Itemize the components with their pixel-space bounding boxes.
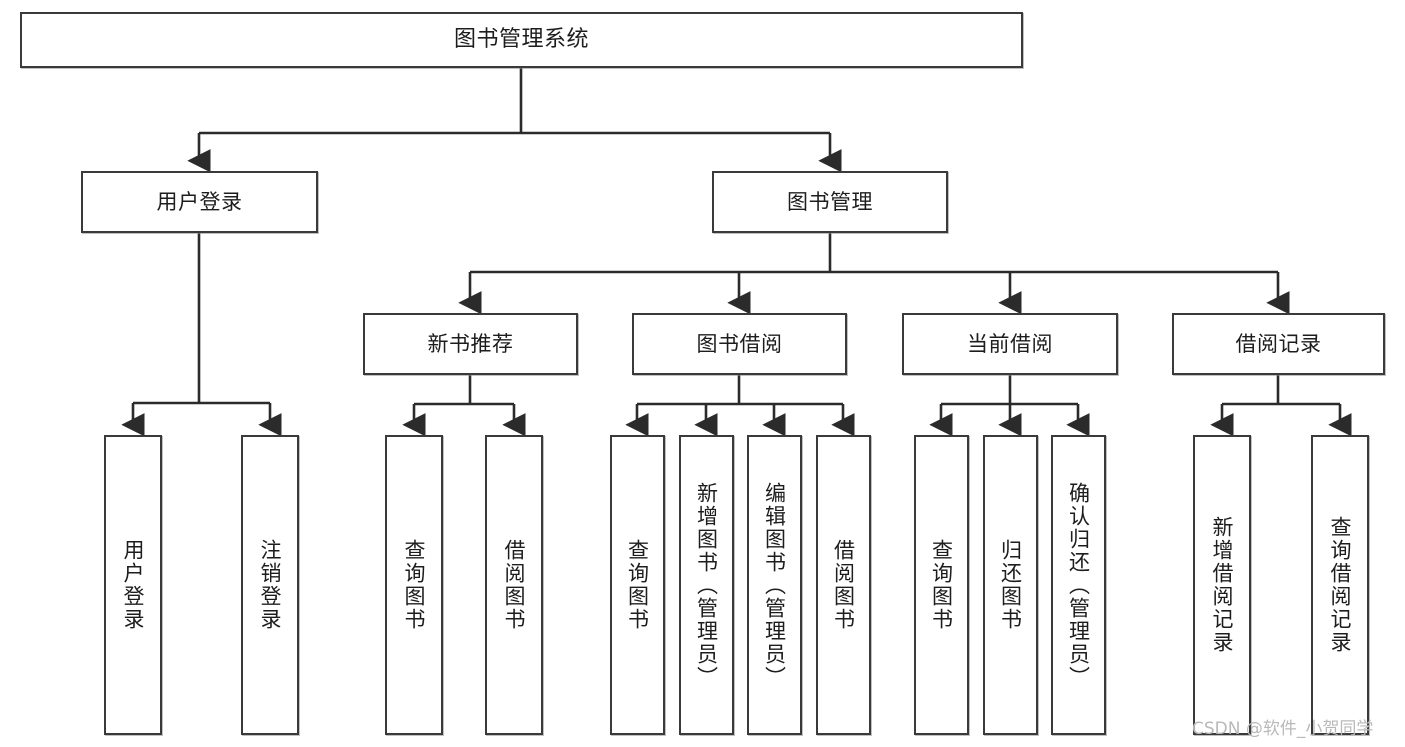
node-label: 新增借阅记录 [1210,516,1235,654]
node-current-borrow[interactable]: 当前借阅 [902,313,1118,375]
node-leaf-query-book-borrow[interactable]: 查询图书 [610,435,665,735]
node-label: 查询图书 [929,539,954,631]
node-borrow-record[interactable]: 借阅记录 [1172,313,1385,375]
node-leaf-edit-book-admin[interactable]: 编辑图书（管理员） [747,435,802,735]
node-label: 用户登录 [156,189,243,214]
node-new-book-recommend[interactable]: 新书推荐 [363,313,578,375]
node-leaf-logout[interactable]: 注销登录 [241,435,299,735]
node-label: 编辑图书（管理员） [762,481,787,689]
node-label: 用户登录 [121,539,146,631]
node-label: 借阅图书 [831,539,856,631]
node-label: 当前借阅 [967,331,1053,356]
node-leaf-add-book-admin[interactable]: 新增图书（管理员） [679,435,734,735]
node-leaf-add-borrow-record[interactable]: 新增借阅记录 [1193,435,1251,735]
node-book-management[interactable]: 图书管理 [712,171,948,233]
node-book-borrow[interactable]: 图书借阅 [632,313,847,375]
node-label: 图书管理系统 [453,27,589,53]
csdn-watermark: CSDN @软件_小贺同学 [1192,719,1374,739]
node-label: 借阅记录 [1235,331,1322,356]
node-user-login[interactable]: 用户登录 [81,171,318,233]
node-label: 图书管理 [787,189,873,214]
node-label: 查询图书 [625,539,650,631]
node-label: 查询借阅记录 [1328,516,1353,654]
node-label: 归还图书 [998,539,1023,631]
node-label: 确认归还（管理员） [1066,481,1091,689]
node-label: 查询图书 [402,539,427,631]
node-label: 注销登录 [258,539,283,631]
node-leaf-confirm-return-admin[interactable]: 确认归还（管理员） [1051,435,1106,735]
node-label: 图书借阅 [696,331,783,356]
node-root-book-management-system[interactable]: 图书管理系统 [20,12,1023,68]
node-label: 新增图书（管理员） [694,481,719,689]
node-leaf-borrow-book-recommend[interactable]: 借阅图书 [485,435,543,735]
node-leaf-borrow-book[interactable]: 借阅图书 [816,435,871,735]
node-leaf-user-login[interactable]: 用户登录 [104,435,162,735]
node-label: 借阅图书 [502,539,527,631]
node-leaf-return-book[interactable]: 归还图书 [983,435,1038,735]
node-label: 新书推荐 [427,331,514,356]
node-leaf-query-book-current[interactable]: 查询图书 [914,435,969,735]
node-leaf-query-book-recommend[interactable]: 查询图书 [385,435,443,735]
node-leaf-query-borrow-record[interactable]: 查询借阅记录 [1311,435,1369,735]
